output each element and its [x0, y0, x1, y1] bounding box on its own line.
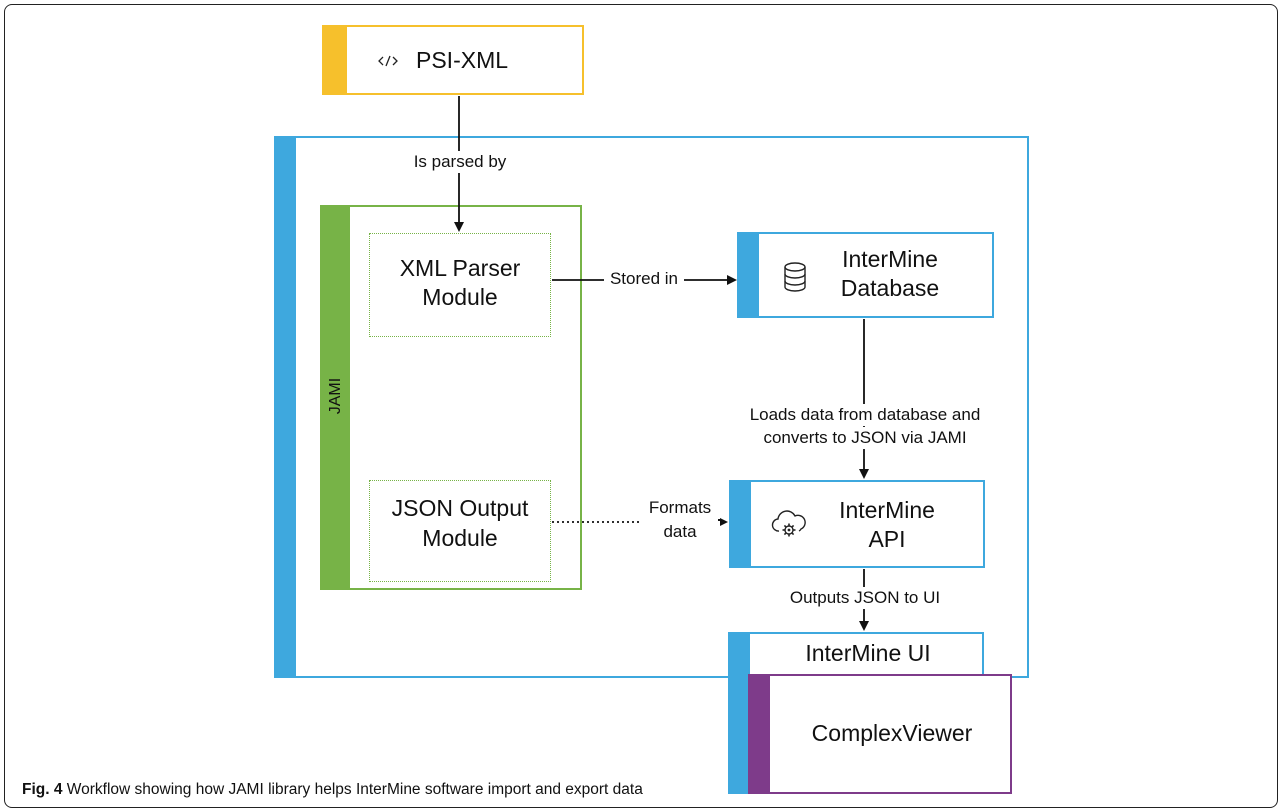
json-output-label-line2: Module: [422, 525, 498, 551]
xml-parser-label-line2: Module: [422, 284, 498, 310]
edge-label-loads-line1: Loads data from database and: [730, 404, 1000, 426]
database-bar: [739, 234, 759, 316]
intermine-database-node: InterMine Database: [737, 232, 994, 318]
edge-label-loads-line2: converts to JSON via JAMI: [730, 427, 1000, 449]
xml-parser-label-line1: XML Parser: [399, 255, 521, 281]
caption-fig-label: Fig. 4: [22, 781, 63, 798]
complexviewer-node: ComplexViewer: [748, 674, 1012, 794]
database-icon: [783, 262, 807, 292]
edge-label-formats-line1: Formats: [640, 497, 720, 519]
intermine-container-bar: [276, 138, 296, 676]
cloud-gear-icon: [771, 509, 807, 539]
edge-label-stored: Stored in: [604, 268, 684, 290]
psi-xml-node: PSI-XML: [322, 25, 584, 95]
jami-bar: [322, 207, 350, 588]
complexviewer-label: ComplexViewer: [811, 720, 973, 746]
database-label-line1: InterMine: [842, 246, 938, 272]
caption-text: Workflow showing how JAMI library helps …: [66, 781, 643, 798]
complexviewer-bar: [750, 676, 770, 792]
api-label-line2: API: [868, 526, 906, 552]
edge-label-parsed: Is parsed by: [400, 151, 520, 173]
intermine-api-node: InterMine API: [729, 480, 985, 568]
database-label-line2: Database: [840, 275, 940, 301]
api-label-line1: InterMine: [839, 497, 935, 523]
json-output-module: JSON Output Module: [369, 480, 551, 582]
psi-xml-bar: [324, 27, 347, 93]
api-bar: [731, 482, 751, 566]
code-icon: [377, 51, 399, 71]
json-output-label-line1: JSON Output: [391, 495, 529, 521]
figure-caption: Fig. 4 Workflow showing how JAMI library…: [22, 781, 643, 799]
xml-parser-module: XML Parser Module: [369, 233, 551, 337]
ui-bar: [730, 634, 750, 792]
ui-label: InterMine UI: [805, 640, 931, 666]
figure-frame: [4, 4, 1278, 808]
intermine-container: [274, 136, 1029, 678]
jami-container: JAMI: [320, 205, 582, 590]
edge-label-formats-line2: data: [640, 521, 720, 543]
edge-label-outputs: Outputs JSON to UI: [770, 587, 960, 609]
psi-xml-label: PSI-XML: [416, 47, 509, 73]
